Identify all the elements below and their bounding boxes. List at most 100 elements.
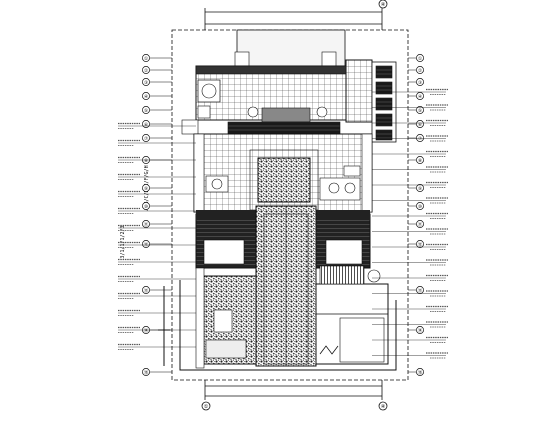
annotation-leader [118, 292, 196, 299]
annotation-leader [118, 139, 196, 146]
middle-lounge [193, 133, 373, 213]
upper-lobby [181, 59, 397, 143]
grid-bubble: ⑥ [416, 120, 424, 128]
svg-text:⑬: ⑬ [418, 287, 423, 294]
annotation-leader [118, 241, 196, 248]
grid-bubble-bottom-left: ① [201, 401, 211, 411]
annotation-leader [372, 212, 448, 219]
svg-text:⑪: ⑪ [144, 221, 149, 228]
grid-bubble: ② [142, 66, 150, 74]
grid-bubble: ④ [142, 92, 150, 100]
grid-bubble: ⑬ [416, 286, 424, 294]
annotation-leader [372, 243, 448, 250]
annotation-leader [372, 166, 448, 173]
grid-bubbles-right: ① ② ③ ④ ⑤ ⑥ ⑦ ⑧ ⑨ ⑩ ⑪ ⑫ ⑬ ⑭ ⑮ [408, 54, 424, 376]
grid-bubble: ⑫ [142, 240, 150, 248]
grid-bubbles-left: ① ② ③ ④ ⑤ ⑥ ⑦ ⑧ ⑨ ⑩ ⑪ ⑫ ⑬ ⑭ ⑮ [142, 54, 172, 376]
svg-text:④: ④ [381, 404, 386, 410]
grid-bubble: ② [416, 66, 424, 74]
annotation-leader [118, 258, 196, 265]
grid-bubble: ③ [142, 78, 150, 86]
svg-text:⑤: ⑤ [144, 108, 149, 114]
grid-bubble: ⑨ [416, 184, 424, 192]
annotation-leader [372, 181, 448, 188]
annotation-leader [372, 150, 448, 157]
grid-bubble: ⑭ [416, 326, 424, 334]
annotation-leader [372, 88, 448, 95]
annotation-leader [118, 275, 196, 282]
grid-bubble: ⑩ [416, 202, 424, 210]
annotation-leader [372, 321, 448, 328]
annotation-leader [118, 207, 196, 214]
svg-text:⑧: ⑧ [144, 158, 149, 164]
annotation-leader [118, 156, 196, 163]
annotation-leader [372, 104, 448, 111]
svg-text:④: ④ [144, 94, 149, 100]
grid-bubble: ① [416, 54, 424, 62]
top-entrance-block [234, 29, 346, 69]
svg-text:⑪: ⑪ [418, 221, 423, 228]
annotation-leader [372, 305, 448, 312]
annotation-leader [372, 336, 448, 343]
annotation-leader [372, 274, 448, 281]
grid-bubble: ① [142, 54, 150, 62]
svg-text:⑧: ⑧ [418, 158, 423, 164]
annotation-leader [118, 343, 196, 350]
svg-text:⑦: ⑦ [418, 136, 423, 142]
grid-bubble: ⑤ [142, 106, 150, 114]
grid-bubble: ③ [416, 78, 424, 86]
grid-bubble: ⑬ [142, 286, 150, 294]
svg-text:⑨: ⑨ [144, 186, 149, 192]
central-corridor [255, 205, 317, 367]
svg-text:⑥: ⑥ [144, 122, 149, 128]
grid-bubble: ⑥ [142, 120, 150, 128]
annotation-leaders-right [372, 88, 448, 359]
annotation-leader [118, 122, 196, 129]
svg-text:⑭: ⑭ [418, 327, 423, 334]
annotation-leaders-left [118, 122, 196, 350]
grid-bubble-bottom-right: ④ [378, 401, 388, 411]
svg-text:①: ① [418, 56, 423, 62]
svg-text:⑭: ⑭ [144, 327, 149, 334]
svg-text:⑮: ⑮ [144, 369, 149, 376]
grid-bubble: ⑮ [142, 368, 150, 376]
grid-bubble-top: ④ [378, 0, 388, 9]
svg-text:⑤: ⑤ [418, 108, 423, 114]
svg-text:⑬: ⑬ [144, 287, 149, 294]
svg-text:③: ③ [144, 80, 149, 86]
grid-bubble: ⑪ [142, 220, 150, 228]
svg-text:①: ① [144, 56, 149, 62]
annotation-leader [372, 119, 448, 126]
svg-text:⑩: ⑩ [418, 204, 423, 210]
annotation-leader [118, 224, 196, 231]
svg-text:⑨: ⑨ [418, 186, 423, 192]
svg-text:③: ③ [418, 80, 423, 86]
svg-text:⑦: ⑦ [144, 136, 149, 142]
annotation-leader [372, 135, 448, 142]
svg-text:⑫: ⑫ [144, 241, 149, 248]
svg-text:⑫: ⑫ [418, 241, 423, 248]
annotation-leader [372, 197, 448, 204]
svg-text:⑥: ⑥ [418, 122, 423, 128]
annotation-leader [118, 190, 196, 197]
side-rooms [195, 210, 371, 269]
lower-left-room [195, 267, 257, 369]
annotation-leader [118, 326, 196, 333]
svg-text:①: ① [204, 404, 209, 410]
grid-bubble: ⑨ [142, 184, 150, 192]
annotation-leader [372, 259, 448, 266]
annotation-leader [118, 173, 196, 180]
annotation-leader [372, 290, 448, 297]
grid-bubble: ⑩ [142, 202, 150, 210]
annotation-leader [372, 228, 448, 235]
grid-bubble: ④ [416, 92, 424, 100]
svg-text:②: ② [418, 68, 423, 74]
annotation-leader [118, 309, 196, 316]
grid-bubble: ⑮ [416, 368, 424, 376]
grid-bubble: ⑪ [416, 220, 424, 228]
svg-text:⑩: ⑩ [144, 204, 149, 210]
grid-bubble: ⑦ [416, 134, 424, 142]
svg-text:④: ④ [381, 2, 386, 8]
svg-text:④: ④ [418, 94, 423, 100]
